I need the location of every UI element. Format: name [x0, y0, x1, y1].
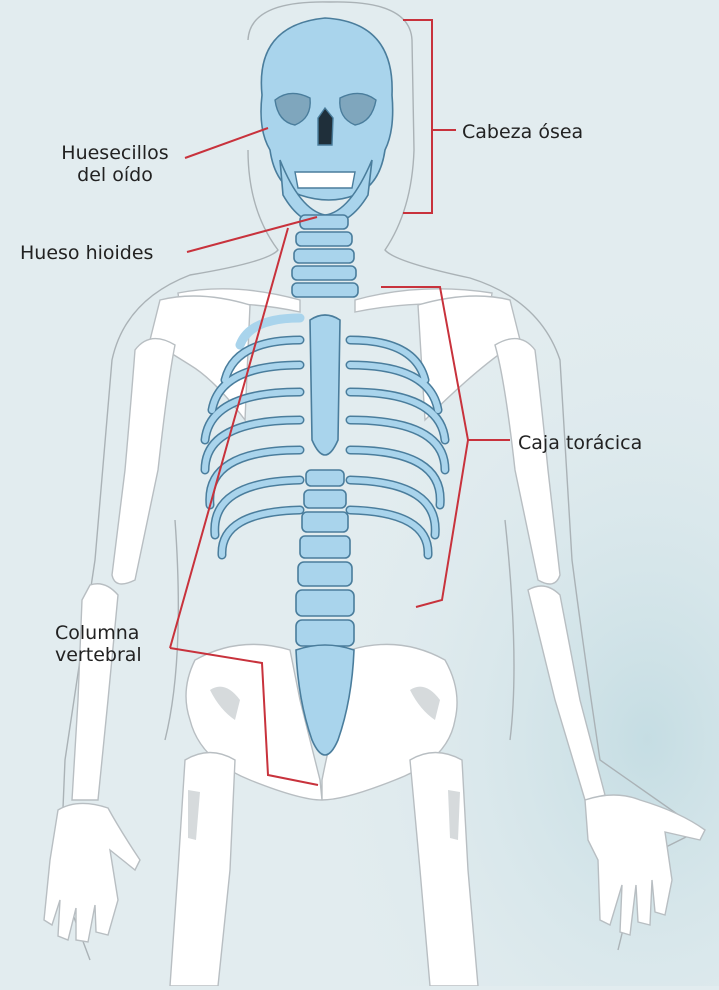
thoracic-lumbar-vertebrae	[296, 470, 354, 646]
label-spine: Columna vertebral	[55, 622, 142, 666]
label-hyoid: Hueso hioides	[20, 242, 153, 264]
label-ribcage: Caja torácica	[518, 432, 642, 454]
sternum	[310, 315, 340, 455]
label-skull: Cabeza ósea	[462, 121, 583, 143]
label-ossicles: Huesecillos del oído	[45, 142, 185, 186]
teeth	[295, 172, 355, 188]
